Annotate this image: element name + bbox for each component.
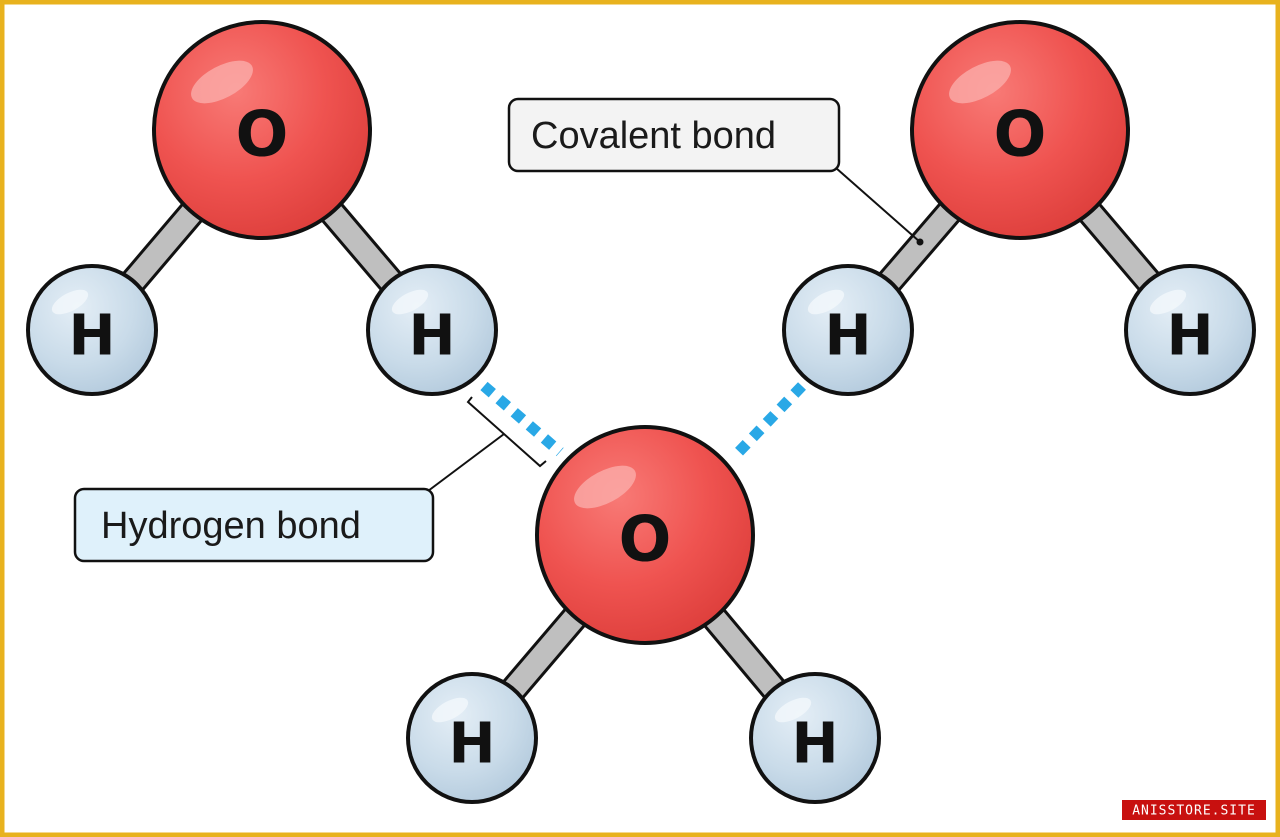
covalent-leader-dot: [916, 238, 924, 246]
covalent-bond-label: Covalent bond: [531, 115, 776, 157]
hydrogen-bonds: [480, 381, 806, 462]
watermark: ANISSTORE.SITE: [1122, 800, 1266, 820]
hydrogen-atom: H: [1124, 264, 1256, 396]
hydrogen-label: H: [449, 712, 496, 777]
hydrogen-label: H: [409, 304, 456, 369]
covalent-bond-callout: Covalent bond: [507, 97, 924, 246]
water-molecule-top-left: O H H: [26, 20, 498, 396]
hydrogen-label: H: [1167, 304, 1214, 369]
oxygen-atom: O: [910, 20, 1130, 240]
hydrogen-label: H: [792, 712, 839, 777]
oxygen-atom: O: [152, 20, 372, 240]
oxygen-label: O: [619, 503, 672, 576]
covalent-label-box: [507, 97, 841, 173]
hydrogen-bond-left: [480, 381, 564, 457]
oxygen-label: O: [236, 98, 289, 171]
hydrogen-label: H: [69, 304, 116, 369]
hydrogen-label-box: [73, 487, 435, 563]
hydrogen-atom: H: [749, 672, 881, 804]
watermark-text: ANISSTORE.SITE: [1132, 804, 1256, 819]
oxygen-label: O: [994, 98, 1047, 171]
hydrogen-atom: H: [782, 264, 914, 396]
hydrogen-atom: H: [366, 264, 498, 396]
water-molecule-top-right: O H H: [782, 20, 1256, 396]
hydrogen-bond-callout: Hydrogen bond: [73, 396, 547, 563]
oxygen-atom: O: [535, 425, 755, 645]
hydrogen-leader-line: [427, 433, 505, 492]
hydrogen-bond-right: [729, 382, 806, 462]
hydrogen-bond-label: Hydrogen bond: [101, 505, 361, 547]
water-molecule-bottom-center: O H H: [406, 425, 881, 804]
hydrogen-label: H: [825, 304, 872, 369]
hydrogen-atom: H: [26, 264, 158, 396]
covalent-leader-line: [835, 167, 921, 243]
hydrogen-atom: H: [406, 672, 538, 804]
watermark-bg: [1122, 800, 1266, 820]
